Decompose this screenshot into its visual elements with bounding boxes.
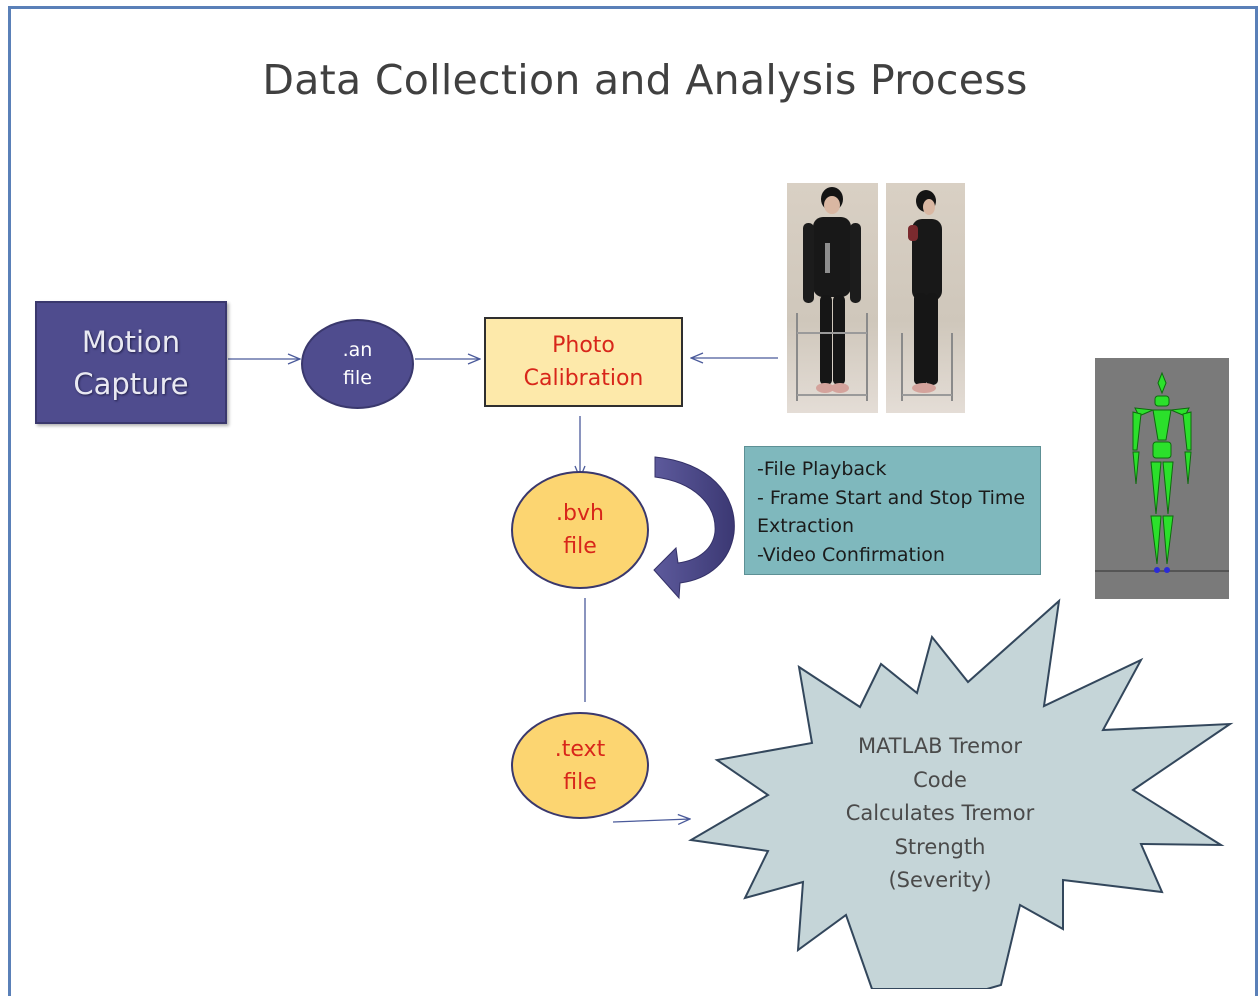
page-title: Data Collection and Analysis Process bbox=[262, 56, 1028, 104]
arrow-text-to-matlab bbox=[612, 819, 690, 822]
starburst-shape bbox=[688, 598, 1234, 989]
matlab-starburst-label: MATLAB Tremor Code Calculates Tremor Str… bbox=[845, 734, 1035, 892]
playback-steps-box: -File Playback - Frame Start and Stop Ti… bbox=[744, 446, 1041, 575]
skeleton-render-image bbox=[1095, 358, 1229, 599]
photo-front-view bbox=[787, 183, 878, 413]
loop-curved-arrow bbox=[653, 456, 735, 600]
photo-side-view bbox=[886, 183, 965, 413]
